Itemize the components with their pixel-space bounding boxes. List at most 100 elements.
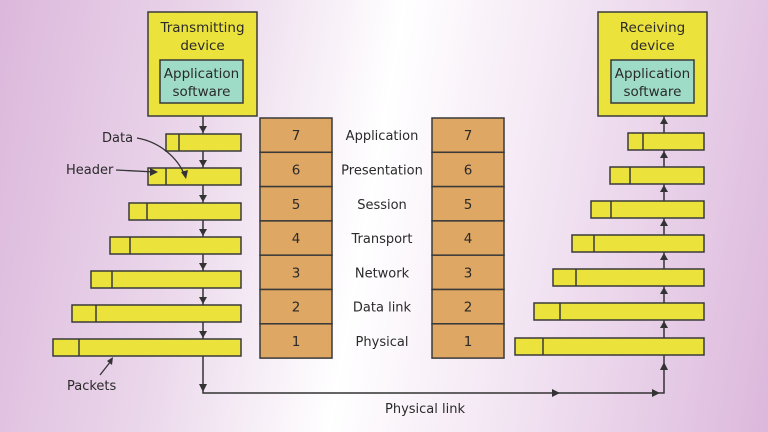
arrow-down-icon xyxy=(199,229,207,236)
transmitting-app-label-1: Application xyxy=(164,66,239,82)
layer-number: 2 xyxy=(292,300,301,316)
packet-data xyxy=(147,167,242,186)
arrow-head-icon xyxy=(107,357,113,365)
receive-flow-arrows xyxy=(660,116,668,362)
packet-data xyxy=(90,270,242,289)
receiving-device-title-2: device xyxy=(630,38,674,54)
header-label: Header xyxy=(66,163,114,178)
layer-number: 6 xyxy=(464,162,473,178)
layer-cell xyxy=(259,288,333,325)
receiving-app-label-1: Application xyxy=(615,66,690,82)
arrow-down-icon xyxy=(199,263,207,270)
arrow-down-icon xyxy=(199,331,207,338)
arrow-up-icon xyxy=(660,117,668,124)
transmitting-application-software: Application software xyxy=(159,59,244,104)
layer-name: Application xyxy=(346,129,419,144)
layer-name: Presentation xyxy=(341,163,423,178)
layer-number: 2 xyxy=(464,300,473,316)
arrow-right-icon xyxy=(552,389,560,397)
packet-data xyxy=(109,236,242,255)
layer-cell xyxy=(259,185,333,222)
transmit-flow-arrows xyxy=(199,116,207,358)
layer-number: 1 xyxy=(464,334,473,350)
transmit-layer-2: 2 xyxy=(259,288,333,325)
physical-link-label: Physical link xyxy=(385,402,465,417)
physical-link-line xyxy=(202,358,665,394)
layer-cell xyxy=(259,151,333,188)
layer-number: 3 xyxy=(464,265,473,281)
data-pointer-arrow xyxy=(136,137,186,177)
annotations: Data Header Packets xyxy=(66,131,188,394)
arrow-down-icon xyxy=(199,160,207,167)
layer-name: Network xyxy=(355,266,410,281)
header-pointer-arrow xyxy=(115,169,156,173)
receive-packets xyxy=(514,132,705,356)
arrow-up-icon xyxy=(660,287,668,294)
arrow-down-icon xyxy=(199,126,207,133)
layer-cell xyxy=(431,220,505,256)
receive-layer-4: 4 xyxy=(431,220,505,256)
layer-number: 1 xyxy=(292,334,301,350)
layer-name: Physical xyxy=(356,335,409,350)
receive-packet-5 xyxy=(552,268,705,287)
receive-layer-7: 7 xyxy=(431,117,505,154)
arrow-up-icon xyxy=(660,253,668,260)
arrow-up-icon xyxy=(660,219,668,226)
receive-packet-7 xyxy=(514,337,705,356)
packet-data xyxy=(165,133,242,152)
arrow-up-icon xyxy=(660,151,668,158)
arrow-down-icon xyxy=(199,297,207,304)
transmit-packet-7 xyxy=(52,338,242,357)
transmit-packet-2 xyxy=(147,167,242,186)
layer-cell xyxy=(431,323,505,359)
packet-data xyxy=(514,337,705,356)
packets-label: Packets xyxy=(67,379,117,394)
packet-data xyxy=(571,234,705,253)
packet-data xyxy=(128,202,242,221)
receive-packet-4 xyxy=(571,234,705,253)
layer-number: 6 xyxy=(292,162,301,178)
layer-name: Transport xyxy=(350,232,412,247)
layer-cell xyxy=(259,323,333,359)
arrow-up-icon xyxy=(660,185,668,192)
arrow-down-icon xyxy=(199,195,207,202)
receiving-application-software: Application software xyxy=(610,59,695,104)
transmitting-app-label-2: software xyxy=(173,84,231,100)
receive-layer-5: 5 xyxy=(431,185,505,222)
layer-name: Session xyxy=(357,198,407,213)
layer-cell xyxy=(431,151,505,188)
arrow-right-icon xyxy=(652,389,660,397)
receiving-device: Receiving device Application software xyxy=(597,11,708,117)
transmit-packet-3 xyxy=(128,202,242,221)
layer-name: Data link xyxy=(353,301,412,316)
packet-data xyxy=(533,302,705,321)
packet-data xyxy=(71,304,242,323)
layer-cell xyxy=(431,185,505,222)
receive-layer-6: 6 xyxy=(431,151,505,188)
layer-number: 4 xyxy=(464,231,473,247)
receiving-device-title-1: Receiving xyxy=(620,20,685,36)
transmitting-device: Transmitting device Application software xyxy=(147,11,258,117)
receive-layer-1: 1 xyxy=(431,323,505,359)
transmit-layer-6: 6 xyxy=(259,151,333,188)
layer-number: 4 xyxy=(292,231,301,247)
receive-layer-3: 3 xyxy=(431,254,505,291)
transmit-layer-5: 5 xyxy=(259,185,333,222)
packet-data xyxy=(552,268,705,287)
packet-data xyxy=(609,166,705,185)
transmitting-device-title-2: device xyxy=(180,38,224,54)
transmitting-device-title-1: Transmitting xyxy=(159,20,244,36)
receive-packet-6 xyxy=(533,302,705,321)
data-label: Data xyxy=(102,131,133,146)
receiving-app-label-2: software xyxy=(624,84,682,100)
receive-packet-2 xyxy=(609,166,705,185)
layer-number: 7 xyxy=(464,128,473,144)
arrow-up-icon xyxy=(660,362,668,370)
layer-number: 5 xyxy=(464,197,473,213)
transmit-packet-5 xyxy=(90,270,242,289)
transmit-packets xyxy=(52,133,242,357)
transmit-layer-3: 3 xyxy=(259,254,333,291)
arrow-up-icon xyxy=(660,321,668,328)
receive-packet-3 xyxy=(590,200,705,219)
